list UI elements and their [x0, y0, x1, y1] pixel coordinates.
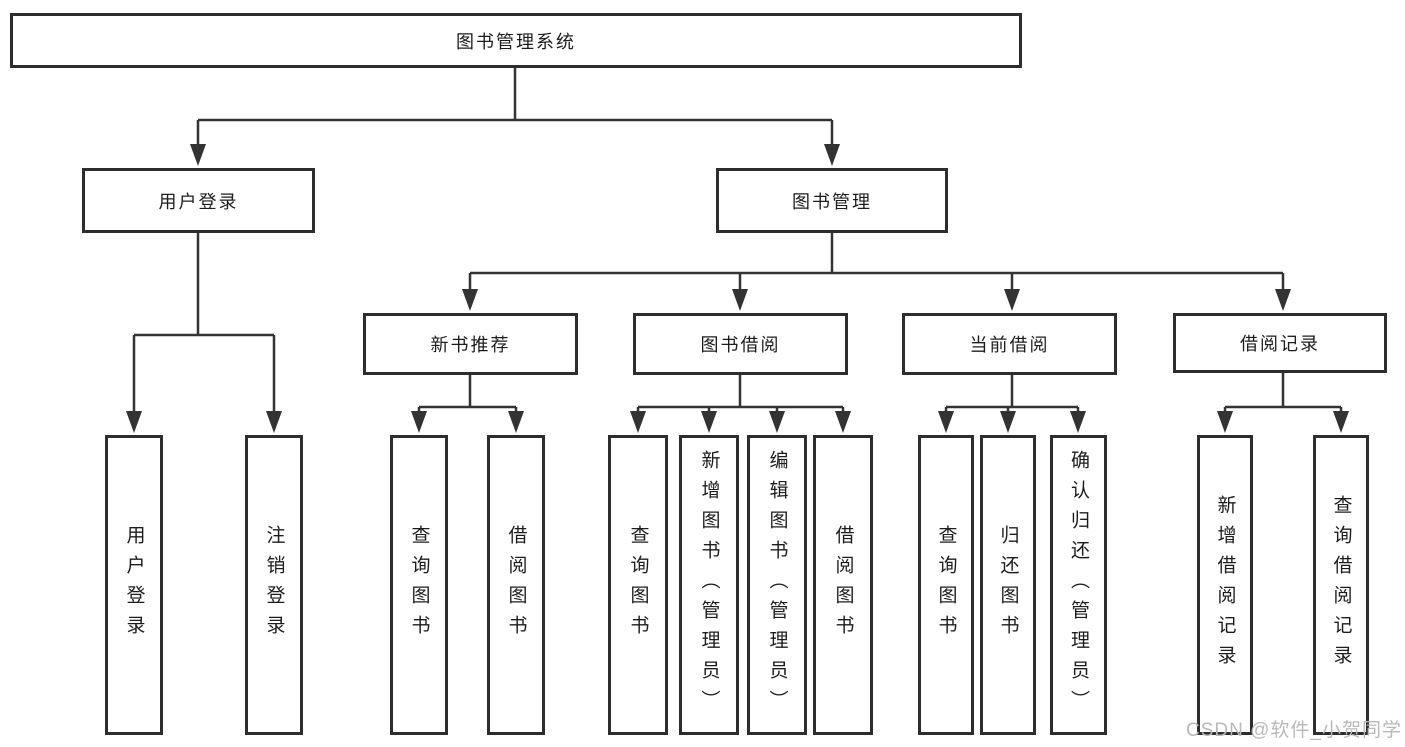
leaf-query-borrow-record: 查询借阅记录 — [1313, 435, 1369, 735]
node-current-borrowing: 当前借阅 — [902, 313, 1117, 375]
connector-current-borrow-children — [944, 375, 1080, 413]
leaf-query-books-borrow: 查询图书 — [608, 435, 668, 735]
node-user-login: 用户登录 — [82, 168, 315, 233]
connector-book-borrow-children — [636, 375, 845, 413]
leaf-borrow-books: 借阅图书 — [813, 435, 873, 735]
connector-borrow-record-children — [1223, 373, 1343, 413]
connector-new-book-children — [417, 375, 518, 413]
connector-root-to-level2 — [196, 68, 834, 146]
leaf-query-books-recommend: 查询图书 — [390, 435, 448, 735]
leaf-user-login: 用户登录 — [105, 435, 163, 735]
node-book-management: 图书管理 — [716, 168, 948, 233]
leaf-add-books-admin: 新增图书（管理员） — [679, 435, 739, 735]
node-new-book-recommendation: 新书推荐 — [363, 313, 578, 375]
leaf-logout: 注销登录 — [245, 435, 303, 735]
leaf-return-books: 归还图书 — [980, 435, 1036, 735]
node-book-borrowing: 图书借阅 — [633, 313, 848, 375]
connector-user-login-children — [132, 233, 276, 413]
leaf-query-books-current: 查询图书 — [918, 435, 974, 735]
leaf-add-borrow-record: 新增借阅记录 — [1197, 435, 1253, 735]
leaf-borrow-books-recommend: 借阅图书 — [487, 435, 545, 735]
csdn-watermark: CSDN @软件_小贺同学 — [1186, 720, 1402, 741]
leaf-confirm-return-admin: 确认归还（管理员） — [1050, 435, 1107, 735]
arrowheads — [126, 144, 1349, 433]
node-borrowing-records: 借阅记录 — [1173, 313, 1387, 373]
node-library-management-system: 图书管理系统 — [10, 13, 1022, 68]
leaf-edit-books-admin: 编辑图书（管理员） — [747, 435, 807, 735]
connector-book-mgmt-children — [468, 233, 1285, 291]
